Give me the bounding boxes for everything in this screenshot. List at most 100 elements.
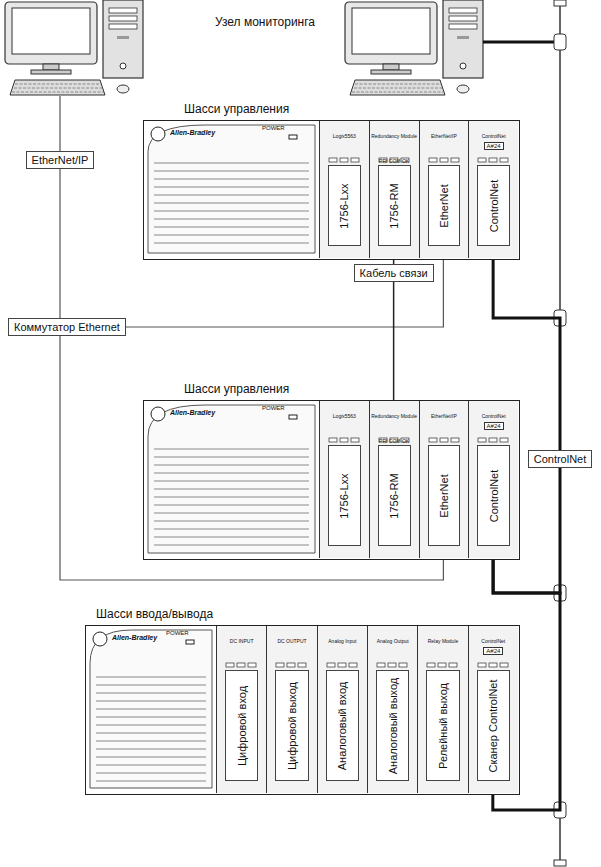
ab-logo xyxy=(151,127,165,141)
chassis: Шасси управления1756-LxxLogix55631756-RM… xyxy=(143,120,520,260)
module-header-text: Logix5563 xyxy=(333,413,356,419)
vent-stripe xyxy=(154,203,309,204)
vent-stripe xyxy=(154,497,309,498)
status-led xyxy=(399,663,407,667)
vent-stripe xyxy=(154,537,309,538)
status-led xyxy=(500,158,508,162)
module-label-plate: Цифровой вход xyxy=(225,670,258,781)
connector xyxy=(126,258,444,327)
module-header: Analog Output xyxy=(368,629,417,647)
status-led xyxy=(478,158,486,162)
io-module: Релейный выход Relay Module xyxy=(417,626,467,793)
status-led xyxy=(226,663,234,667)
module-header-text: ControlNet xyxy=(481,638,505,644)
vent-stripe xyxy=(154,227,309,228)
module-header: A#24 xyxy=(469,134,518,152)
module-header: DC INPUT xyxy=(217,629,266,647)
status-led xyxy=(451,438,459,442)
caption-text: Allen-Bradley xyxy=(112,634,157,642)
vent-stripe xyxy=(154,529,309,530)
module-header: A#24 xyxy=(469,414,518,432)
ethernet-switch: Коммутатор Ethernet xyxy=(8,318,126,336)
module-name: 1756-RM xyxy=(388,473,400,518)
io-module: Аналоговый входAnalog Input xyxy=(317,626,367,793)
vent-stripe xyxy=(96,781,206,782)
io-module: 1756-Lxx Logix5563 xyxy=(319,121,369,258)
module-leds xyxy=(267,662,317,670)
chassis-heading: Шасси ввода/вывода xyxy=(96,607,213,621)
caption-text: POWER xyxy=(262,405,285,412)
vent-stripe xyxy=(96,717,206,718)
module-leds xyxy=(469,437,519,445)
module-header: A#24 xyxy=(469,639,518,657)
module-label-plate: 1756-RM xyxy=(378,445,411,546)
module-label-plate: 1756-Lxx xyxy=(328,165,361,246)
module-label-plate: Релейный выход xyxy=(426,670,459,781)
link-cable-box: Кабель связи xyxy=(354,264,434,282)
io-module: EtherNetEtherNet/IP xyxy=(419,401,469,558)
housing-outline xyxy=(90,630,212,788)
module-header-text: A#24 xyxy=(484,142,504,150)
io-module: Цифровой выходDC OUTPUT xyxy=(266,626,316,793)
module-header-text: Analog Input xyxy=(328,638,356,644)
module-header: Relay Module xyxy=(418,629,467,647)
vent-stripe xyxy=(154,521,309,522)
module-header-text: EtherNet/IP xyxy=(431,133,457,139)
status-led xyxy=(349,663,357,667)
monitoring-computer xyxy=(345,0,483,95)
module-label-plate: EtherNet xyxy=(428,445,461,546)
module-header: Logix5563 xyxy=(320,124,369,142)
vent-stripe xyxy=(154,457,309,458)
status-led xyxy=(500,663,508,667)
vent-stripe xyxy=(154,211,309,212)
module-header-text: ControlNet xyxy=(482,413,506,419)
module-header-text: DC INPUT xyxy=(230,638,254,644)
vent-stripe xyxy=(154,243,309,244)
status-led xyxy=(489,438,497,442)
module-label-plate: Аналоговый выход xyxy=(376,670,409,781)
vent-stripe xyxy=(154,219,309,220)
module-label-plate: Сканер ControlNet xyxy=(477,670,510,781)
module-leds xyxy=(469,157,519,165)
status-led xyxy=(340,438,348,442)
vent-stripe xyxy=(154,187,309,188)
caption-text: Allen-Bradley xyxy=(170,129,215,137)
module-name: Релейный выход xyxy=(437,683,449,769)
box-text: Коммутатор Ethernet xyxy=(14,321,120,333)
status-led xyxy=(237,663,245,667)
module-leds xyxy=(320,437,370,445)
io-module: Цифровой вход DC INPUT xyxy=(216,626,266,793)
vent-stripe xyxy=(154,171,309,172)
module-header: Redundancy Module xyxy=(370,124,419,142)
module-header-text: PRI COM OK xyxy=(379,158,409,164)
vent-stripe xyxy=(154,545,309,546)
module-header: Logix5563 xyxy=(320,404,369,422)
module-name: 1756-Lxx xyxy=(338,473,350,518)
housing-outline xyxy=(148,405,315,553)
module-header: PRI COM OK xyxy=(370,429,419,447)
module-name: ControlNet xyxy=(488,179,500,232)
monitoring-computer xyxy=(5,0,143,95)
module-label-plate: ControlNet xyxy=(477,165,510,246)
module-header-text: Redundancy Module xyxy=(371,133,417,139)
power-led xyxy=(289,135,297,139)
status-led xyxy=(489,663,497,667)
module-name: ControlNet xyxy=(488,469,500,522)
vent-stripe xyxy=(154,195,309,196)
status-led xyxy=(276,663,284,667)
module-leds xyxy=(217,662,267,670)
module-label-plate: Цифровой выход xyxy=(275,670,308,781)
module-leds xyxy=(318,662,368,670)
housing-outline xyxy=(148,125,315,253)
io-module: 1756-Lxx Logix5563 xyxy=(319,401,369,558)
module-header-text: PRI COM OK xyxy=(379,438,409,444)
caption-text: Allen-Bradley xyxy=(170,409,215,417)
status-led xyxy=(329,158,337,162)
module-name: Аналоговый выход xyxy=(387,677,399,773)
caption-text: Узел мониторинга xyxy=(215,16,315,29)
io-module: ControlNetControlNetA#24 xyxy=(468,401,518,558)
ab-logo xyxy=(93,632,107,646)
vent-stripe xyxy=(96,725,206,726)
vent-stripe xyxy=(154,473,309,474)
